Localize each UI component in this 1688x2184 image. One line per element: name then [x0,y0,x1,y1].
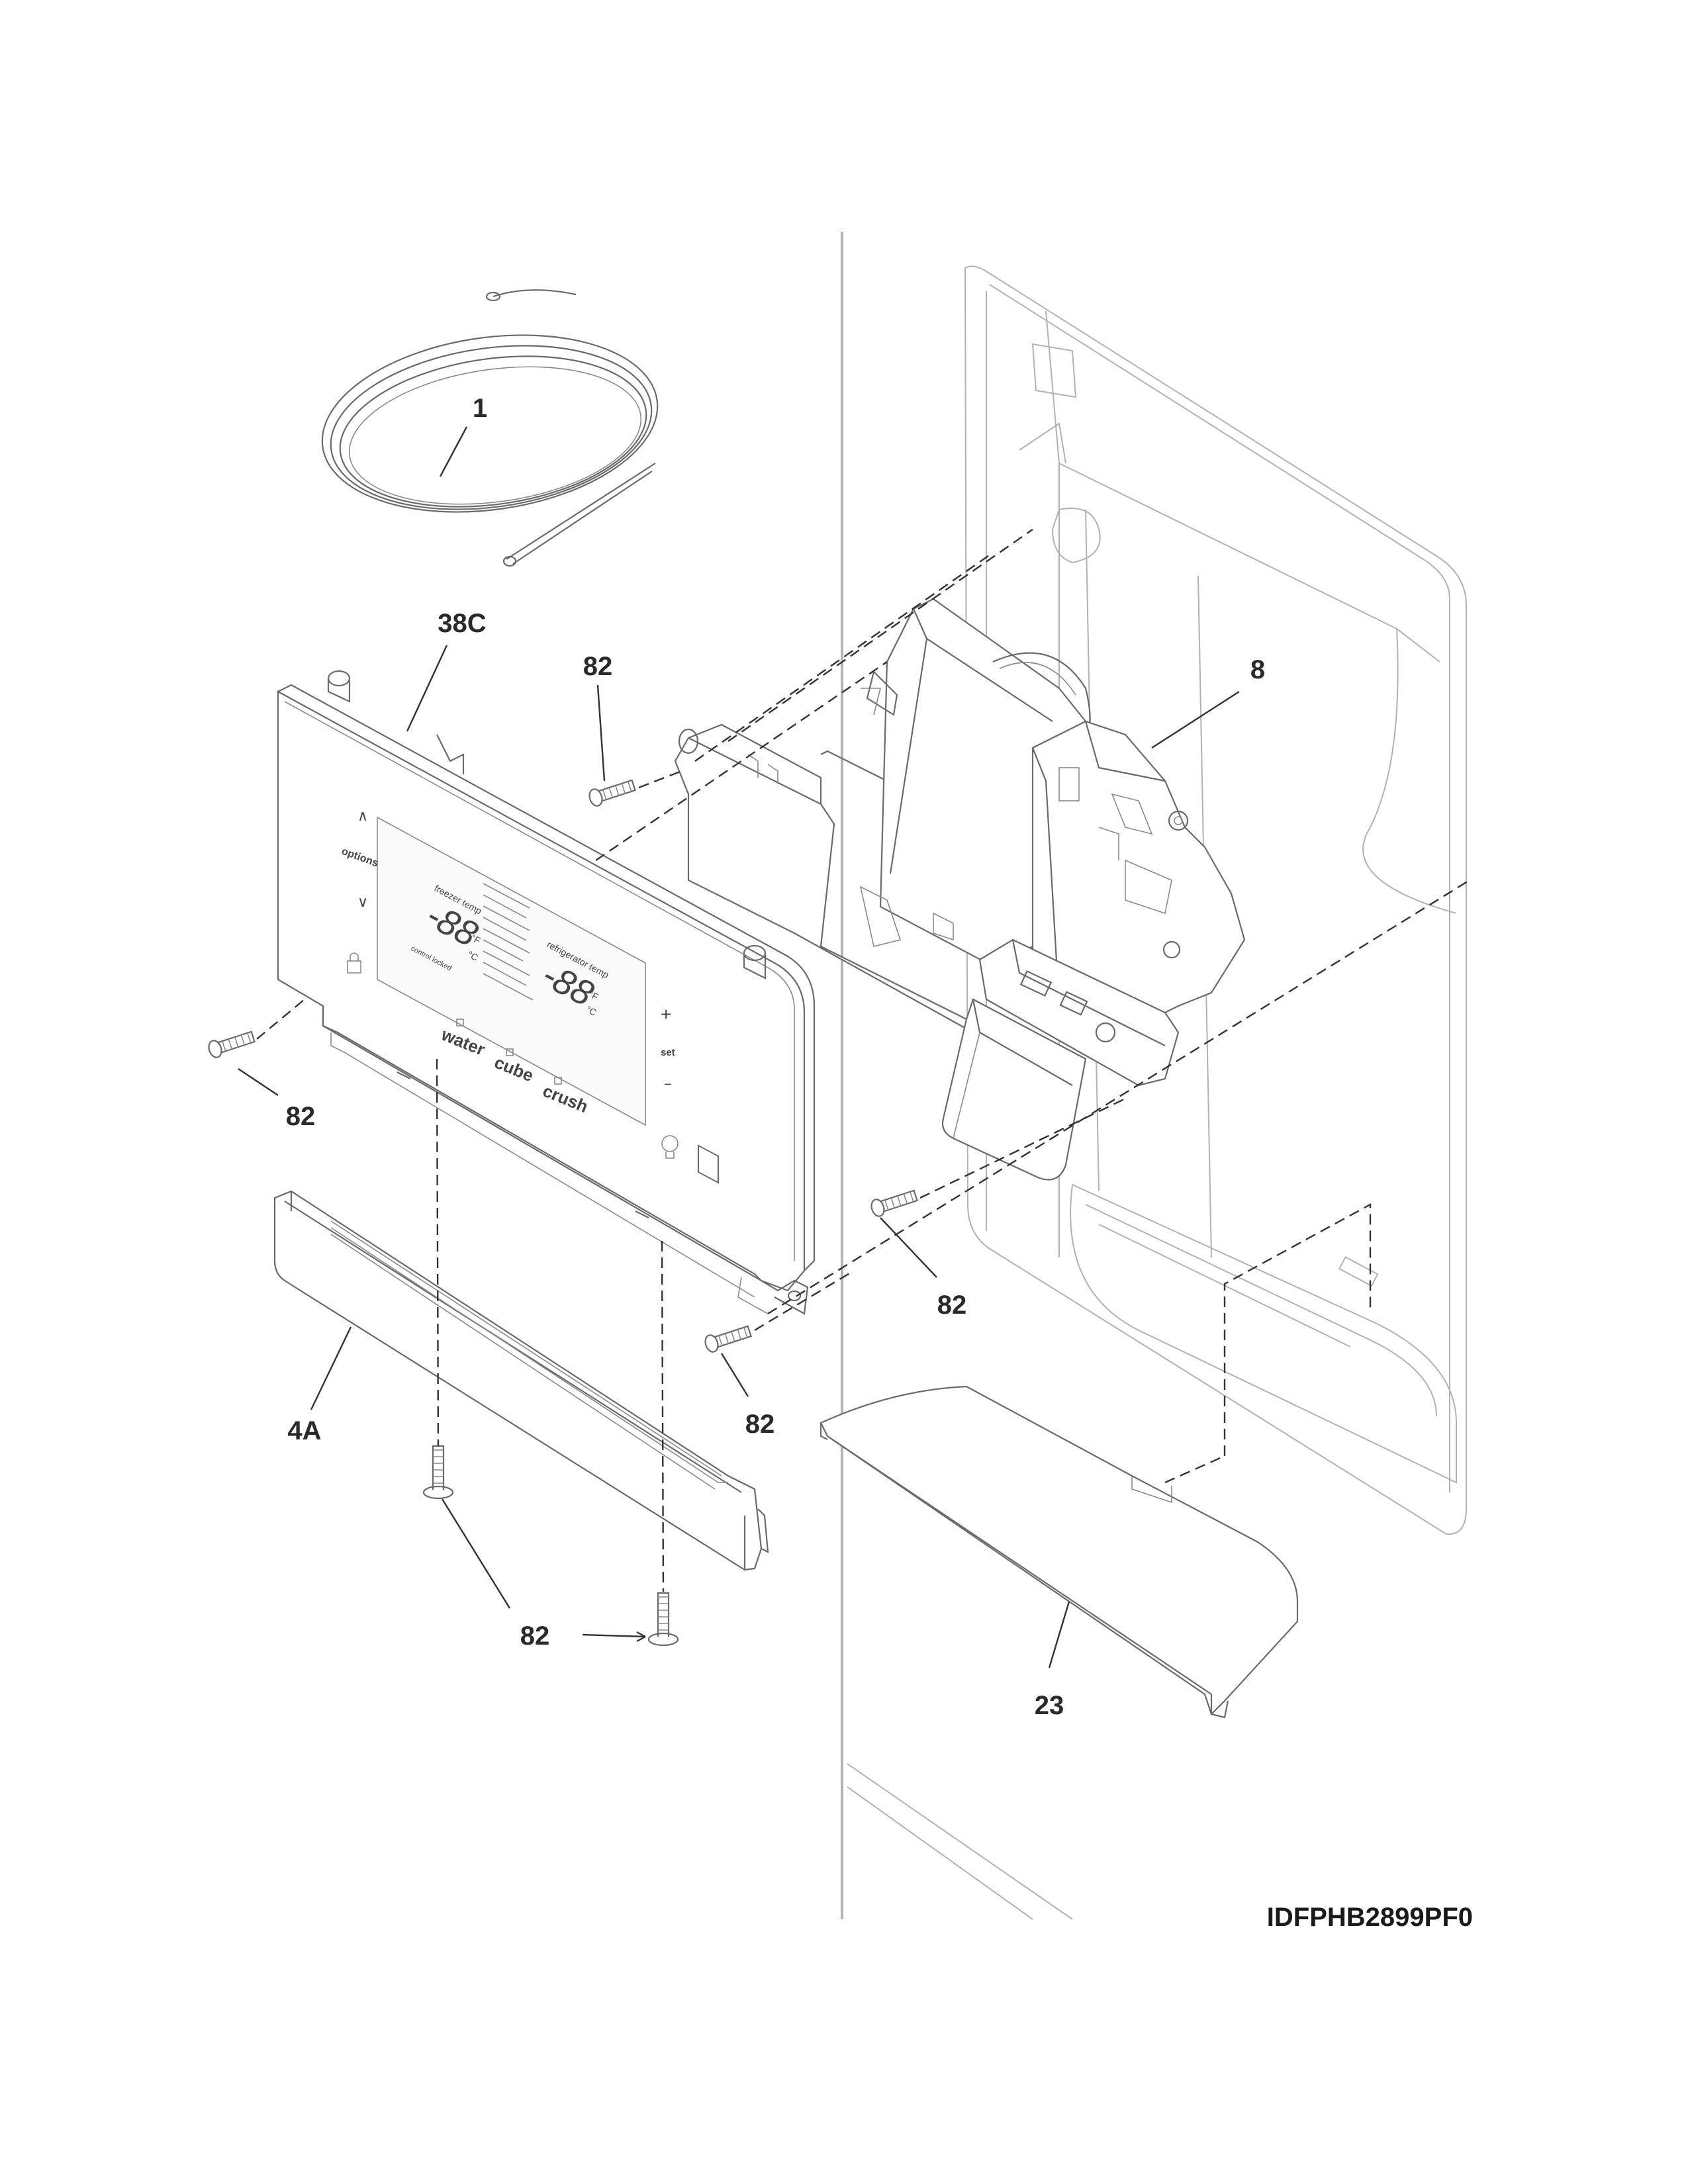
leader-lines [238,426,1240,1668]
plus-glyph: + [661,1004,671,1024]
freezer-unit-f: °F [469,933,483,946]
screw-82-bottom-left [422,1445,454,1500]
light-bulb-icon [661,1135,679,1159]
callout-82-left: 82 [286,1102,316,1131]
screw-82-right [870,1189,918,1217]
status-list-lines [483,883,534,1001]
callout-23: 23 [1035,1691,1064,1720]
part-1-water-tube-coil [321,289,659,567]
callout-82-right: 82 [937,1291,967,1320]
alignment-lines [256,529,1470,1592]
part-8-dispenser-assembly [674,598,1246,1184]
callout-8: 8 [1250,655,1265,684]
callout-4a: 4A [287,1416,321,1445]
part-38c-control-panel: ∧ options ∨ freezer temp -88 °F °C contr… [277,670,816,1315]
refrigerator-unit-f: °F [587,989,600,1003]
lock-icon [347,952,361,974]
refrigerator-unit-c: °C [585,1004,598,1019]
callout-82-upper-center: 82 [583,652,613,681]
screw-82-bottom-right [647,1592,679,1647]
callout-38c: 38C [438,609,486,638]
diagram-code: IDFPHB2899PF0 [1267,1903,1473,1932]
callout-82-lower-center: 82 [745,1410,775,1439]
callout-82-bottom: 82 [520,1621,550,1651]
screw-82-upper-center [588,779,636,807]
arrow-down-glyph: ∨ [357,893,368,910]
arrow-up-glyph: ∧ [357,807,368,824]
minus-glyph: − [664,1077,672,1092]
freezer-unit-c: °C [466,949,480,964]
set-label: set [661,1047,675,1058]
screw-82-left [208,1030,256,1058]
door-divider-line [841,232,1073,1920]
part-4a-trim-strip [273,1190,769,1571]
callout-1: 1 [473,394,487,423]
screw-82-lower-center [704,1325,752,1353]
part-23-drip-tray-cover [820,1385,1299,1719]
